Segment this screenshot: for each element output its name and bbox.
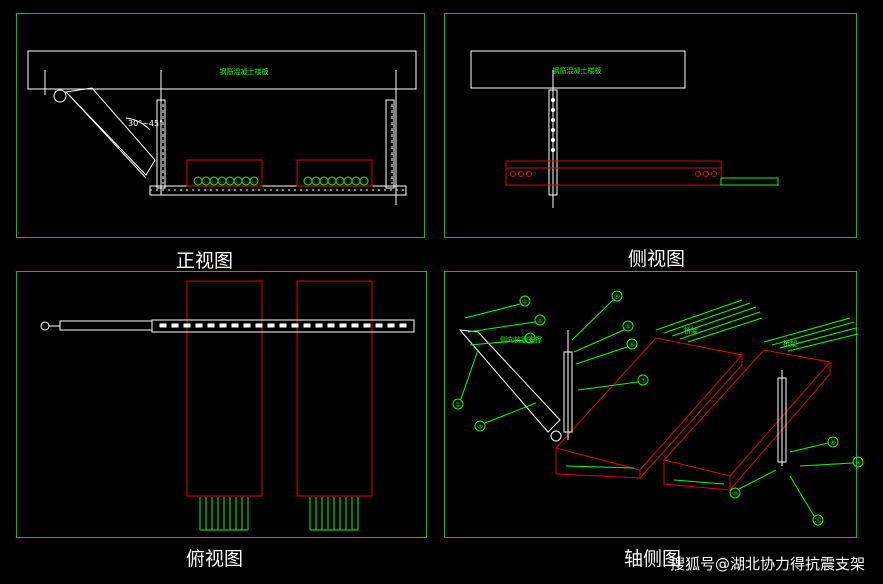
top-tray-left bbox=[186, 280, 263, 497]
axo-tray-2 bbox=[663, 349, 831, 477]
side-view-frame bbox=[444, 13, 857, 238]
front-view-caption: 正视图 bbox=[176, 250, 234, 272]
callout-number-12: ① bbox=[455, 402, 460, 409]
axo-callouts bbox=[452, 290, 864, 526]
front-angle-label: 30°~45° bbox=[128, 119, 163, 128]
axo-tray-1 bbox=[555, 337, 743, 471]
callout-9 bbox=[852, 456, 864, 468]
callout-number-2: ② bbox=[537, 318, 543, 325]
top-view-caption: 俯视图 bbox=[186, 548, 244, 570]
front-right-channel bbox=[385, 99, 395, 189]
side-channel bbox=[548, 89, 558, 196]
axo-channel bbox=[563, 351, 573, 433]
top-view bbox=[40, 280, 415, 531]
axo-brace-label: 侧向抗震支撑 bbox=[500, 335, 542, 344]
front-brace bbox=[64, 87, 156, 176]
callout-number-6: ⑥ bbox=[629, 342, 634, 349]
callout-number-13: ② bbox=[477, 424, 483, 431]
callout-8 bbox=[827, 436, 839, 448]
callout-4 bbox=[611, 290, 623, 302]
callout-11 bbox=[812, 514, 824, 526]
callout-10 bbox=[729, 487, 741, 499]
callout-number-10: ⑩ bbox=[732, 491, 737, 498]
axo-bridge-label-1: 桥架 bbox=[684, 326, 698, 335]
axo-view bbox=[458, 299, 859, 491]
callout-number-7: ⑦ bbox=[640, 378, 646, 385]
callout-12 bbox=[452, 398, 464, 410]
front-tray-right bbox=[296, 159, 373, 187]
callout-number-9: ⑨ bbox=[855, 460, 860, 467]
top-view-frame bbox=[16, 271, 427, 538]
front-slab-label: 钢筋混凝土楼板 bbox=[220, 67, 269, 76]
front-slab bbox=[27, 50, 417, 90]
callout-number-11: ⑪ bbox=[815, 517, 821, 525]
axo-channel-2 bbox=[777, 377, 787, 463]
callout-13 bbox=[474, 420, 486, 432]
side-view: 钢筋混凝土楼板 bbox=[470, 50, 779, 208]
callout-number-8: ⑧ bbox=[830, 440, 835, 447]
axonometric-view-frame bbox=[444, 271, 857, 538]
axo-brace bbox=[458, 329, 561, 433]
callout-1 bbox=[519, 295, 531, 307]
front-tray-left bbox=[186, 159, 263, 187]
callout-5 bbox=[622, 320, 634, 332]
callout-3 bbox=[524, 332, 536, 344]
top-brace bbox=[59, 320, 153, 331]
side-slab-label: 钢筋混凝土楼板 bbox=[553, 66, 602, 75]
callout-6 bbox=[626, 338, 638, 350]
callout-number-4: ④ bbox=[614, 294, 619, 301]
callout-number-1: ① bbox=[522, 299, 527, 306]
side-slab bbox=[470, 50, 686, 89]
watermark: 搜狐号@湖北协力得抗震支架 bbox=[669, 555, 865, 573]
top-tray-right bbox=[296, 280, 373, 497]
callout-2 bbox=[534, 314, 546, 326]
side-tray bbox=[505, 160, 722, 186]
callout-7 bbox=[637, 374, 649, 386]
side-cable-end bbox=[720, 177, 779, 186]
axo-view-caption: 轴侧图 bbox=[624, 548, 682, 570]
front-view-frame bbox=[16, 13, 425, 238]
callout-number-5: ⑤ bbox=[625, 324, 630, 331]
front-left-channel bbox=[156, 99, 166, 189]
side-view-caption: 侧视图 bbox=[628, 248, 686, 270]
axo-labels: 桥架 桥架 侧向抗震支撑 bbox=[500, 326, 797, 348]
axo-bridge-label-2: 桥架 bbox=[783, 339, 797, 348]
callout-number-3: ③ bbox=[527, 336, 532, 343]
front-view: 钢筋混凝土楼板 30°~45° bbox=[27, 50, 417, 205]
